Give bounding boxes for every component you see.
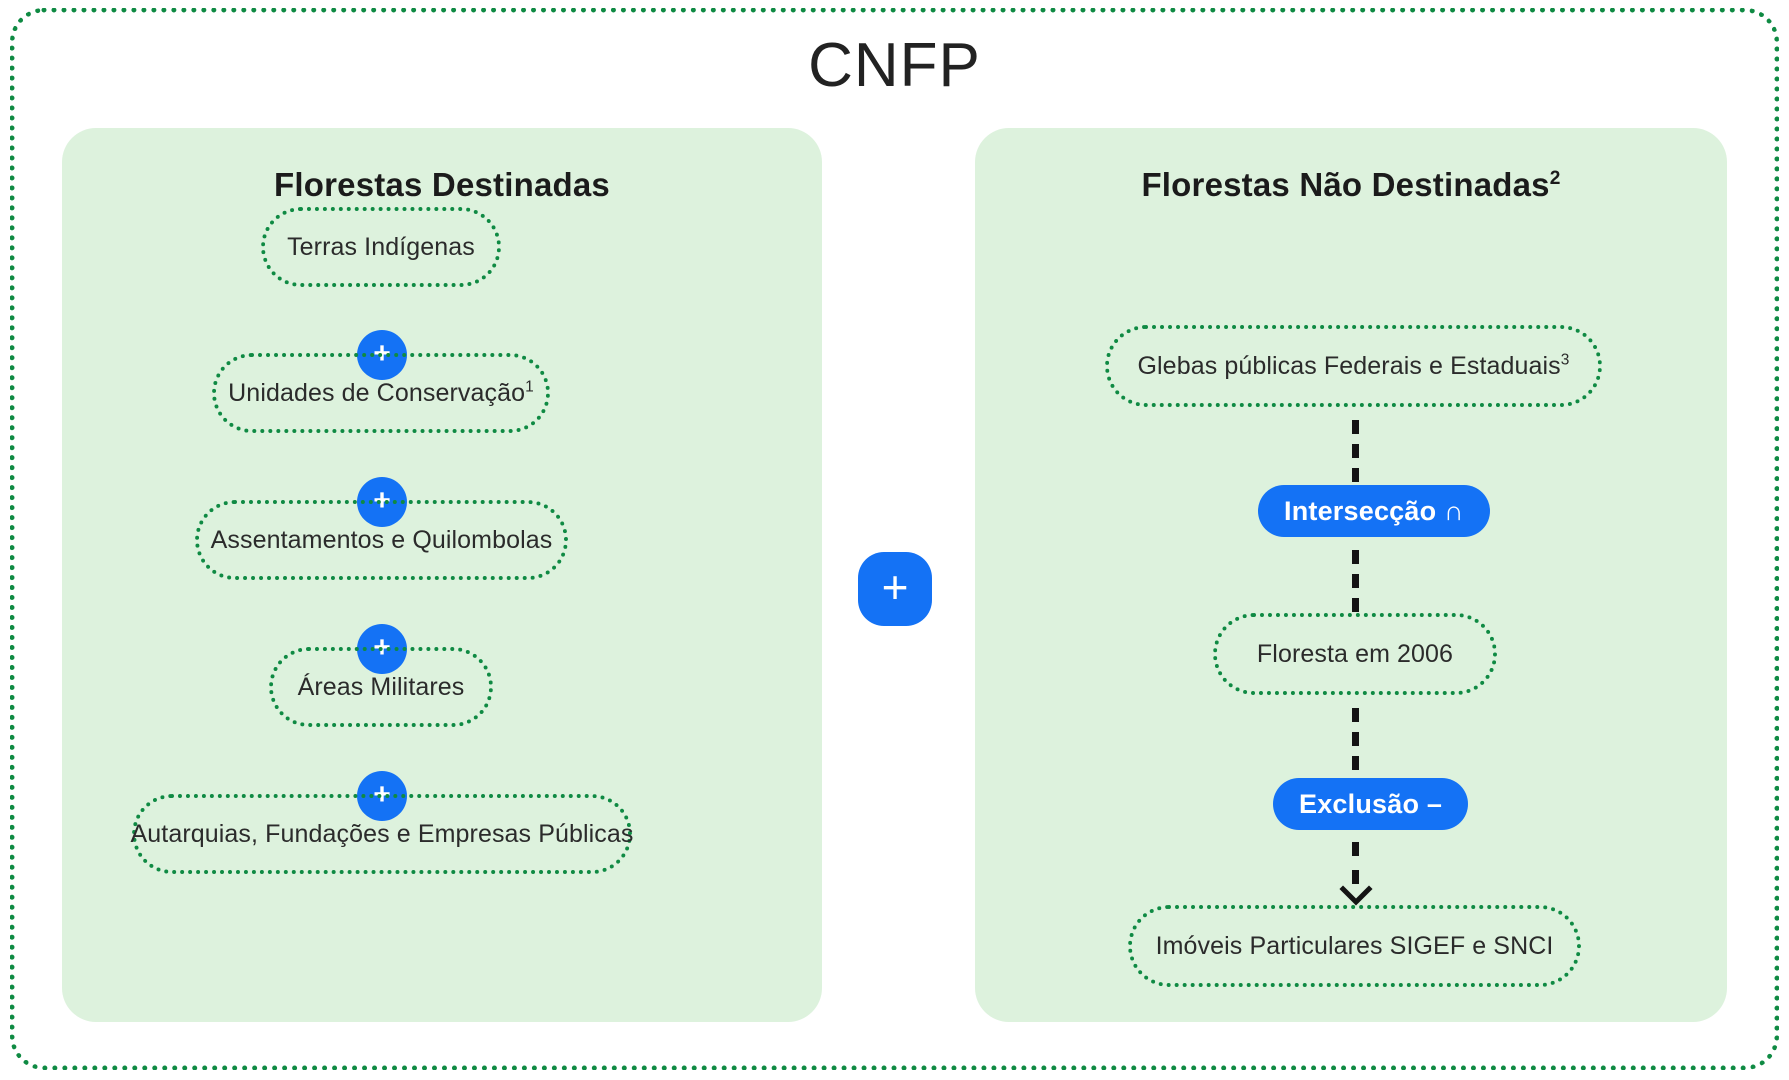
right-panel-title-text: Florestas Não Destinadas — [1141, 166, 1550, 203]
node-label: Glebas públicas Federais e Estaduais3 — [1137, 352, 1569, 381]
left-panel-title: Florestas Destinadas — [62, 166, 822, 204]
node-label: Unidades de Conservação1 — [228, 379, 534, 408]
node-label: Assentamentos e Quilombolas — [210, 525, 553, 554]
connector-dash-floresta2006-to-exclusao — [1352, 708, 1359, 770]
node-imoveis-particulares-sigef-snci[interactable]: Imóveis Particulares SIGEF e SNCI — [1128, 905, 1581, 987]
operation-label: Intersecção ∩ — [1284, 495, 1464, 526]
plus-icon: + — [881, 560, 909, 613]
node-assentamentos-e-quilombolas[interactable]: Assentamentos e Quilombolas — [195, 500, 568, 580]
arrow-shaft-exclusao-to-imoveis — [1352, 842, 1359, 884]
page-title: CNFP — [808, 31, 981, 100]
node-label-text: Glebas públicas Federais e Estaduais — [1137, 351, 1561, 380]
center-plus-operator: + — [858, 552, 932, 626]
left-panel-title-text: Florestas Destinadas — [274, 166, 610, 203]
node-label: Imóveis Particulares SIGEF e SNCI — [1155, 931, 1554, 960]
connector-dash-glebas-to-interseccao — [1352, 420, 1359, 482]
operation-interseccao[interactable]: Intersecção ∩ — [1258, 485, 1490, 537]
arrow-down-icon — [1339, 885, 1373, 906]
outer-dotted-frame — [10, 8, 1779, 1070]
node-glebas-publicas-federais-estaduais[interactable]: Glebas públicas Federais e Estaduais3 — [1105, 325, 1602, 407]
node-label-text: Unidades de Conservação — [228, 378, 526, 407]
connector-dash-interseccao-to-floresta2006 — [1352, 550, 1359, 612]
node-unidades-de-conservacao[interactable]: Unidades de Conservação1 — [212, 353, 550, 433]
right-panel-title-superscript: 2 — [1549, 168, 1561, 189]
node-label: Terras Indígenas — [287, 232, 475, 261]
operation-label: Exclusão – — [1299, 788, 1443, 819]
node-label-superscript: 3 — [1560, 351, 1570, 369]
node-autarquias-fundacoes-empresas-publicas[interactable]: Autarquias, Fundações e Empresas Pública… — [130, 794, 634, 874]
right-panel-title: Florestas Não Destinadas2 — [975, 166, 1727, 204]
node-label: Autarquias, Fundações e Empresas Pública… — [130, 819, 634, 848]
node-label-superscript: 1 — [525, 378, 534, 396]
node-label: Floresta em 2006 — [1256, 639, 1454, 668]
node-label: Áreas Militares — [297, 672, 465, 701]
node-terras-indigenas[interactable]: Terras Indígenas — [261, 207, 501, 287]
node-areas-militares[interactable]: Áreas Militares — [269, 647, 493, 727]
node-floresta-em-2006[interactable]: Floresta em 2006 — [1213, 613, 1497, 695]
panel-florestas-nao-destinadas: Florestas Não Destinadas2 — [975, 128, 1727, 1022]
operation-exclusao[interactable]: Exclusão – — [1273, 778, 1469, 830]
